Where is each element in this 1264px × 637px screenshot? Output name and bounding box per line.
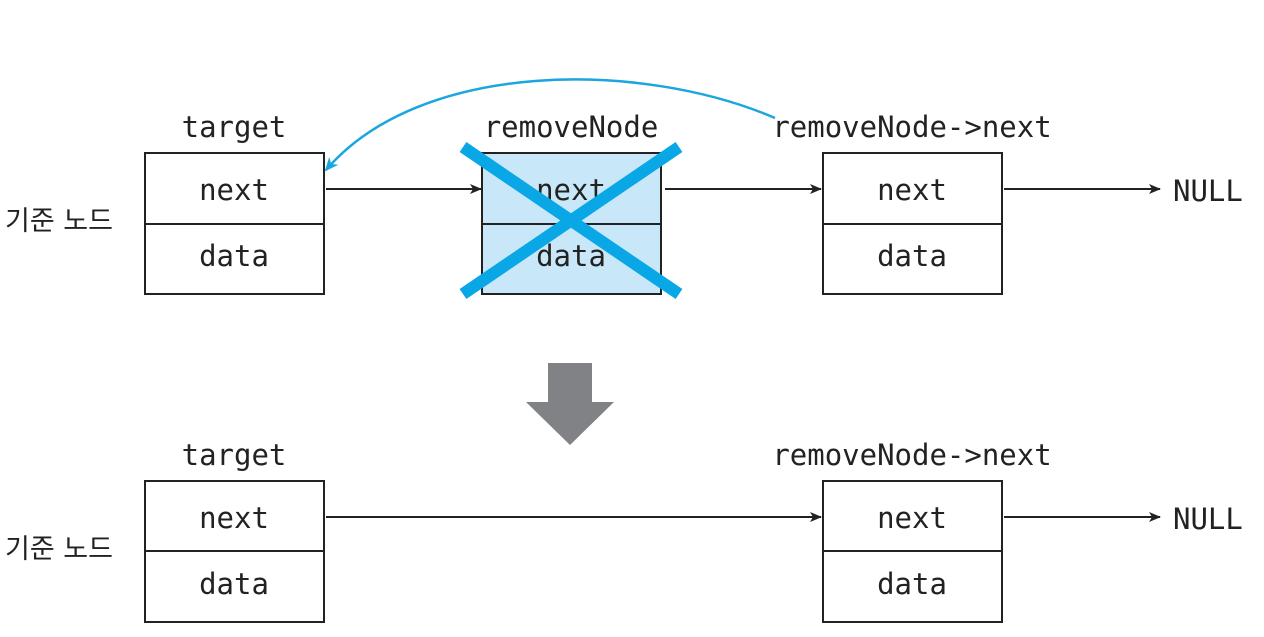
target-data-field: data	[199, 239, 269, 273]
target-next-field: next	[199, 173, 269, 207]
null-label: NULL	[1173, 502, 1243, 536]
remove-node: removeNode next data	[459, 110, 683, 299]
remove-data-field: data	[536, 239, 606, 273]
next-node-title: removeNode->next	[772, 110, 1051, 144]
target-title: target	[182, 438, 287, 472]
target-next-field: next	[199, 501, 269, 535]
next-node: removeNode->next next data	[772, 438, 1052, 623]
target-node: target next data	[144, 438, 325, 623]
target-title: target	[182, 110, 287, 144]
next-node-data-field: data	[877, 567, 947, 601]
reference-node-label: 기준 노드	[5, 206, 113, 237]
before-section: 기준 노드 target next data removeNode next d…	[5, 78, 1243, 299]
reference-node-label: 기준 노드	[5, 534, 113, 565]
next-node-data-field: data	[877, 239, 947, 273]
next-node: removeNode->next next data	[772, 110, 1052, 295]
target-node: target next data	[144, 110, 325, 295]
cross-line-2	[459, 142, 683, 299]
cross-mark-icon	[459, 142, 683, 299]
down-arrow-icon	[526, 363, 614, 445]
relink-curved-arrow	[324, 78, 776, 172]
next-node-next-field: next	[877, 173, 947, 207]
after-section: 기준 노드 target next data removeNode->next …	[5, 438, 1243, 623]
remove-node-title: removeNode	[484, 110, 659, 144]
null-label: NULL	[1173, 174, 1243, 208]
target-data-field: data	[199, 567, 269, 601]
next-node-title: removeNode->next	[772, 438, 1051, 472]
next-node-next-field: next	[877, 501, 947, 535]
